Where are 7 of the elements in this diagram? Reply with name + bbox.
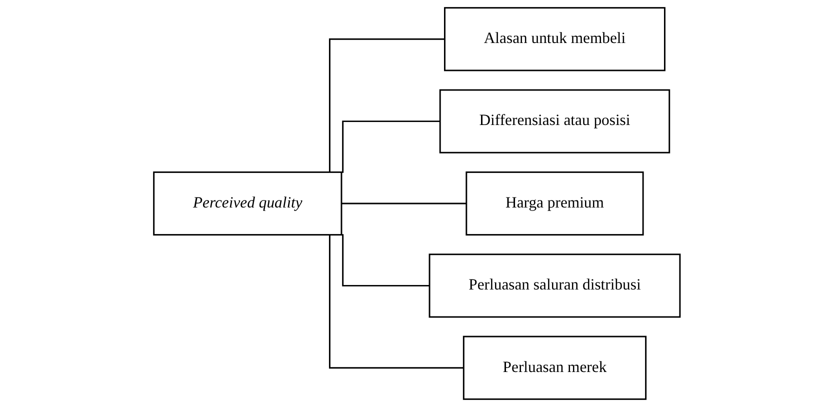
node-box: Harga premium xyxy=(465,171,644,236)
connector xyxy=(341,202,466,204)
node-box: Alasan untuk membeli xyxy=(444,7,666,72)
node-box: Perluasan saluran distribusi xyxy=(428,254,680,318)
node-box: Perluasan merek xyxy=(462,336,646,400)
node-box: Differensiasi atau posisi xyxy=(438,89,670,154)
node-box: Perceived quality xyxy=(152,171,342,236)
